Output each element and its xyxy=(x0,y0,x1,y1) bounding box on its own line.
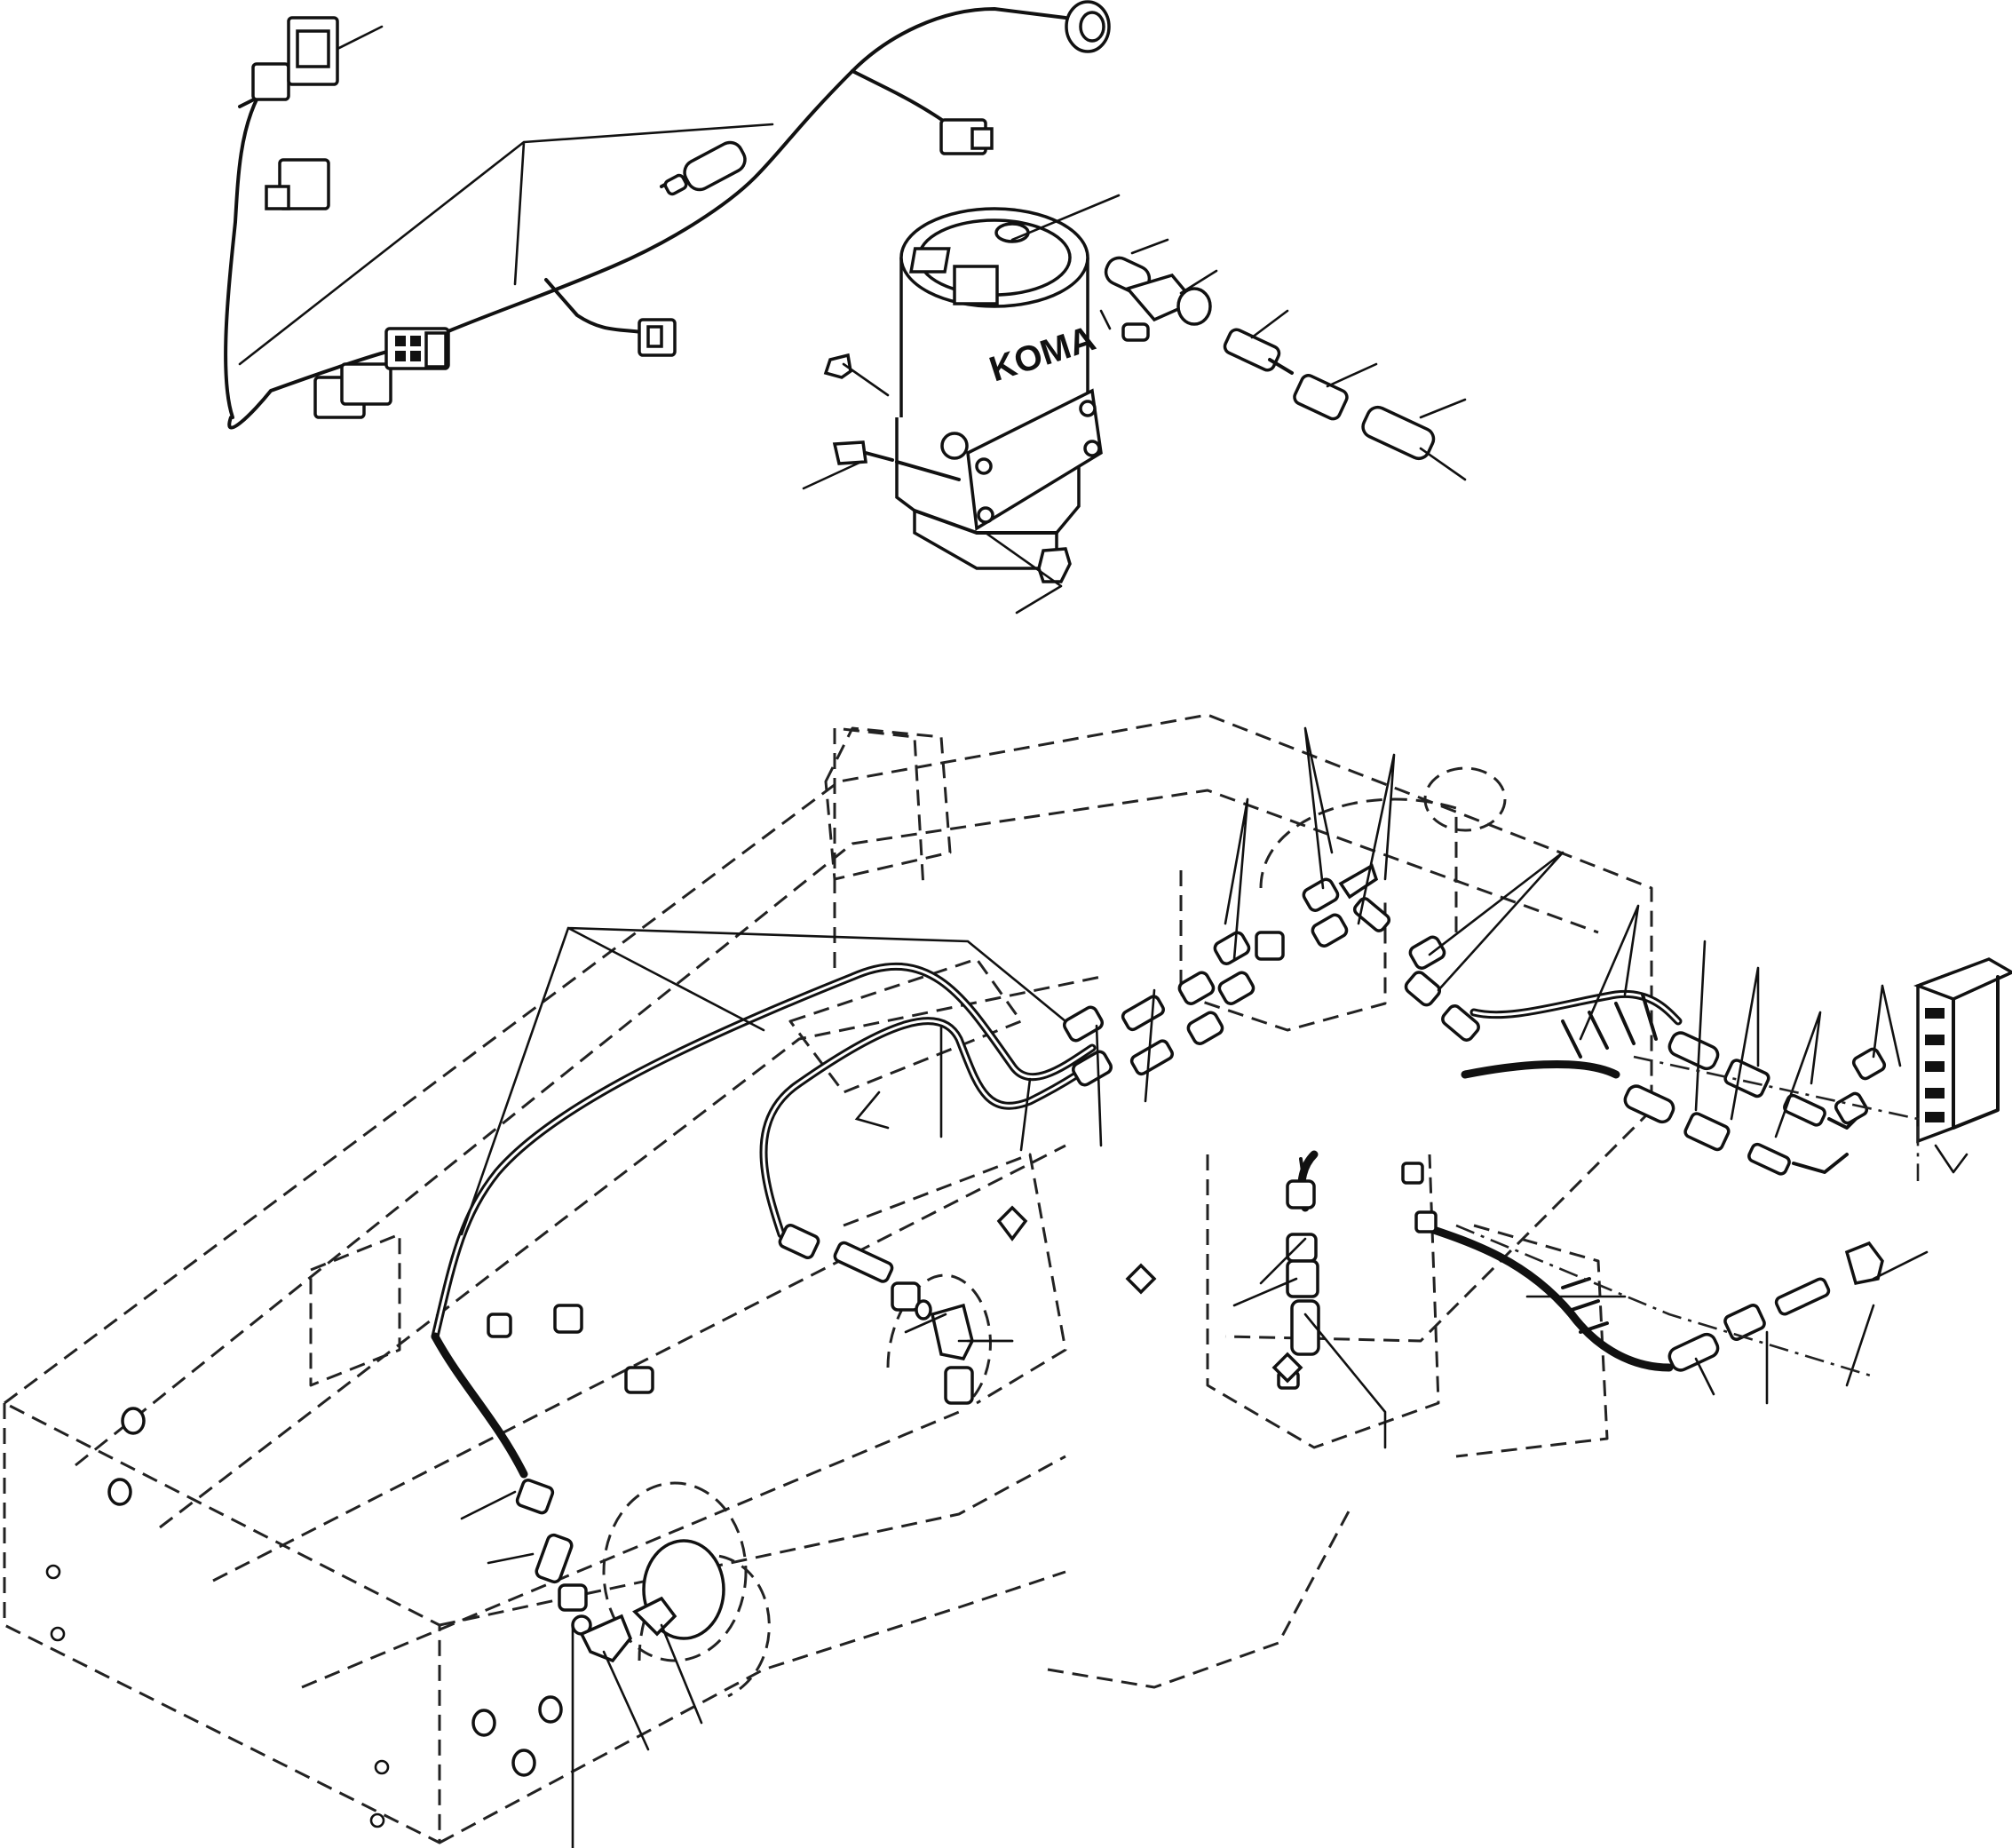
distribution-block-icon xyxy=(1913,957,2012,1144)
sleeve-icon xyxy=(683,140,747,192)
machine-frame xyxy=(3,713,1653,1844)
tee-fitting-group xyxy=(1104,238,1467,481)
hose-fittings xyxy=(487,863,2012,1663)
grease-hoses xyxy=(431,962,1683,1479)
leader-lines xyxy=(460,726,1968,1848)
grease-pump: KOMA xyxy=(802,194,1121,615)
connector-2-icon xyxy=(278,158,330,210)
wiring-harness xyxy=(224,0,1111,430)
connector-1-icon xyxy=(251,62,290,101)
